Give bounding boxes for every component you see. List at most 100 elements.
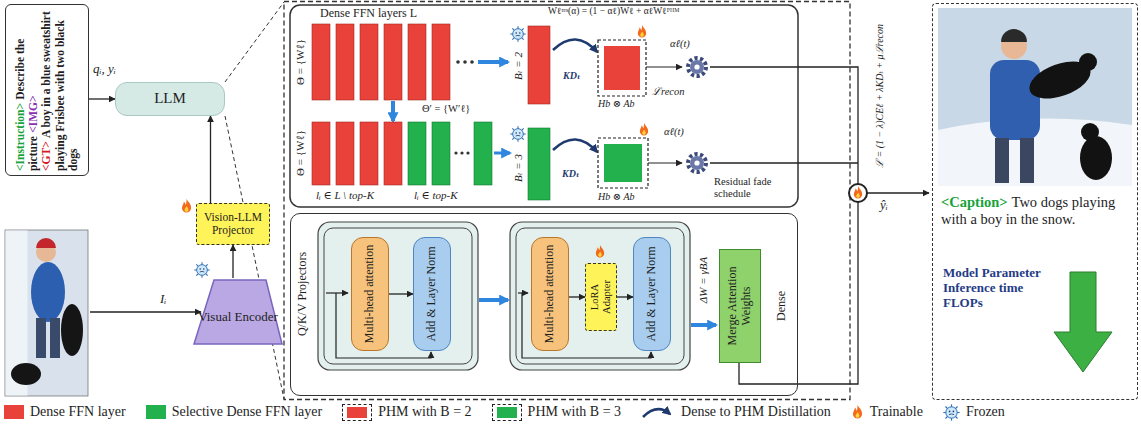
connector [389, 293, 413, 294]
legend-arrow-path [643, 409, 670, 417]
legend-item: Selective Dense FFN layer [146, 404, 322, 420]
text-group: Multi-head attention [363, 242, 377, 346]
node-text: Visual Encoder [198, 309, 278, 324]
attention-blocks [510, 222, 690, 370]
output-photo [995, 138, 1009, 183]
attention-blocks [318, 222, 690, 370]
text-group: Multi-head attention [543, 242, 557, 346]
text-line: <Caption>Two dogs playing with a boy in … [941, 194, 1131, 227]
node-text: <IMG> [27, 95, 39, 132]
label: Bₗ = 3 [512, 154, 525, 182]
distill-arrow [553, 139, 597, 152]
legend-frost-use [943, 404, 959, 420]
flow-arrow [478, 60, 508, 64]
prompt-box: <Instruction>Describe the picture<IMG><G… [5, 4, 89, 176]
legend-arrow-icon [641, 404, 675, 420]
output-photo [938, 8, 1132, 186]
legend-text: Dense to PHM Distillation [681, 404, 831, 420]
legend-fire-use [853, 405, 862, 419]
loss-lines [867, 192, 929, 193]
legend-frost-icon [943, 404, 960, 421]
visual-encoder-shape [194, 280, 282, 344]
label: ℒrecon [652, 86, 685, 98]
phm-block [604, 46, 640, 90]
text-group: Merge Attention Weights [726, 254, 754, 358]
dense-layers-row [312, 24, 330, 100]
ffn-panel [290, 5, 798, 207]
input-photo [36, 238, 56, 248]
label: KDₜ [563, 70, 581, 82]
trainable-icon [640, 123, 648, 136]
connector [617, 296, 633, 297]
dense-layers-row [384, 24, 402, 100]
loss-lines [710, 162, 858, 163]
legend-swatch [146, 405, 166, 419]
lora-adapter: LoRA Adapter [585, 263, 617, 331]
ellipsis-dots [470, 60, 474, 64]
connector [232, 245, 233, 278]
zoom-frame [284, 2, 850, 400]
selected-layers-row [312, 122, 492, 185]
legend-text: PHM with B = 2 [378, 404, 471, 420]
output-photo [1080, 136, 1112, 180]
ellipsis-dots [466, 151, 469, 154]
legend-fire-icon [851, 404, 864, 420]
input-photo [61, 304, 83, 356]
text-line: <GT>A boy in a blue sweatshirt playing F… [40, 9, 80, 171]
legend-text: Selective Dense FFN layer [172, 404, 322, 420]
trainable-icon [182, 199, 191, 213]
image-arrow [90, 311, 201, 312]
text-line: Multi-head attention [543, 242, 557, 346]
legend: Dense FFN layer Selective Dense FFN layer… [4, 402, 1025, 422]
legend-text: Dense FFN layer [30, 404, 126, 420]
label: lᵢ ∈ top-K [414, 189, 458, 202]
node-text: Merge Attention Weights [725, 267, 753, 346]
ellipsis-dots [460, 151, 463, 154]
output-photo [938, 8, 1132, 186]
zoom-lines [225, 116, 284, 399]
connector [569, 296, 585, 297]
schedule-arrow [648, 162, 682, 163]
dense-layers-row [432, 24, 450, 100]
text-line: Merge Attention Weights [726, 254, 754, 358]
text-group: Model Parameter Inference time FLOPs [943, 266, 1053, 311]
connector [210, 116, 211, 203]
text-line: Add & Layer Norm [425, 242, 439, 346]
label: Hb ⊗ Ab [598, 98, 635, 110]
flow-arrow [391, 101, 395, 121]
input-photo [5, 230, 88, 396]
llm-box: LLM [115, 82, 225, 116]
trainable-icon [596, 245, 604, 258]
node-text: Vision-LLM Projector [204, 211, 262, 236]
dense-layers-row [336, 24, 354, 100]
frozen-icon [510, 126, 525, 141]
selected-layers-row [360, 122, 378, 185]
legend-item: Dense FFN layer [4, 404, 126, 420]
frozen-icon [510, 26, 525, 41]
label: ŷᵢ [880, 198, 888, 213]
selected-layers-row [312, 122, 330, 185]
ellipsis-dots [463, 60, 467, 64]
attention-block: Multi-head attention [531, 237, 569, 351]
label: Wℓʳᵉˢ(α) = (1 − αℓ)Wℓ + αℓWℓᴾᴴᴹ [548, 6, 679, 17]
ellipsis-dots [456, 60, 460, 64]
text-line: Add & Layer Norm [645, 242, 659, 346]
trainable-icon [638, 25, 646, 38]
label: Bₗ = 2 [512, 52, 525, 80]
text-line: Q/K/V Projectors [296, 252, 310, 336]
text-group: <Caption>Two dogs playing with a boy in … [941, 194, 1131, 227]
selected-layers-row [384, 122, 402, 185]
selected-layers-row [432, 122, 450, 185]
text-line: Dense [775, 291, 789, 321]
label: KDₜ [562, 168, 580, 180]
text-line: LoRA Adapter [588, 267, 612, 327]
label: Hb ⊗ Ab [598, 191, 635, 203]
text-line: Model Parameter Inference time FLOPs [943, 266, 1053, 311]
flow-arrow [691, 323, 716, 327]
connector [89, 98, 115, 99]
node-text: Multi-head attention [362, 245, 376, 343]
legend-text: Frozen [966, 404, 1005, 420]
output-photo [1081, 123, 1099, 141]
legend-item: Dense to PHM Distillation [641, 404, 831, 420]
